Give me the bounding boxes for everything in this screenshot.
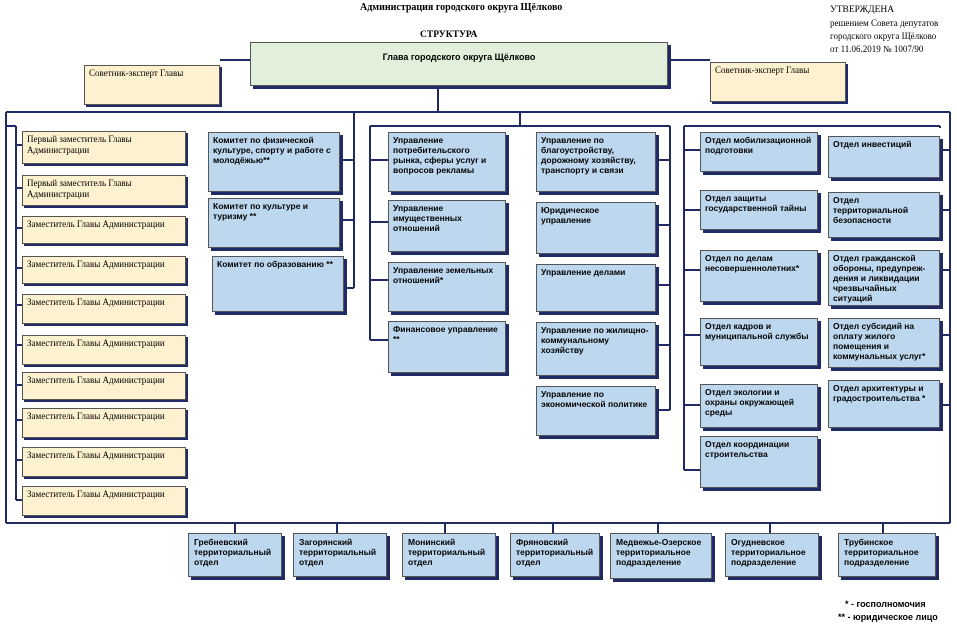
deputy-box: Первый заместитель Главы Администрации xyxy=(22,131,186,164)
department-box: Отдел координации строительства xyxy=(700,436,818,488)
directorate-box: Управление земельных отношений* xyxy=(388,262,506,312)
directorate-box: Управление по благоустройству, дорожному… xyxy=(536,132,656,192)
department-box: Отдел мобилизационной подготовки xyxy=(700,132,818,172)
directorate-box: Управление делами xyxy=(536,264,656,312)
territorial-unit-box: Медвежье-Озерское территориальное подраз… xyxy=(610,533,712,579)
directorate-box: Управление имущественных отношений xyxy=(388,200,506,252)
committee-box: Комитет по культуре и туризму ** xyxy=(208,198,340,248)
department-box: Отдел защиты государственной тайны xyxy=(700,190,818,230)
advisor-right: Советник-эксперт Главы xyxy=(710,62,846,102)
legend-item: * - госполномочия xyxy=(845,599,926,609)
territorial-unit-box: Монинский территориальный отдел xyxy=(402,533,496,577)
department-box: Отдел экологии и охраны окружающей среды xyxy=(700,384,818,428)
deputy-box: Заместитель Главы Администрации xyxy=(22,447,186,477)
territorial-unit-box: Трубинское территориальное подразделение xyxy=(838,533,936,577)
legend-item: ** - юридическое лицо xyxy=(838,612,938,622)
approval-line: решением Совета депутатов xyxy=(830,18,939,28)
department-box: Отдел субсидий на оплату жилого помещени… xyxy=(828,318,940,368)
committee-box: Комитет по образованию ** xyxy=(212,256,344,312)
department-box: Отдел архитектуры и градостроительства * xyxy=(828,380,940,428)
department-box: Отдел инвестиций xyxy=(828,136,940,178)
approval-line: городского округа Щёлково xyxy=(830,31,937,41)
directorate-box: Финансовое управление ** xyxy=(388,321,506,373)
directorate-box: Управление по экономической политике xyxy=(536,386,656,436)
deputy-box: Заместитель Главы Администрации xyxy=(22,294,186,324)
territorial-unit-box: Загорянский территориальный отдел xyxy=(293,533,387,577)
department-box: Отдел по делам несовершеннолетних* xyxy=(700,250,818,302)
directorate-box: Управление по жилищно-коммунальному хозя… xyxy=(536,322,656,376)
head-box: Глава городского округа Щёлково xyxy=(250,42,668,86)
approval-line: от 11.06.2019 № 1007/90 xyxy=(830,44,924,54)
deputy-box: Заместитель Главы Администрации xyxy=(22,408,186,438)
directorate-box: Управление потребительского рынка, сферы… xyxy=(388,132,506,192)
department-box: Отдел территориальной безопасности xyxy=(828,192,940,238)
deputy-box: Заместитель Главы Администрации xyxy=(22,256,186,284)
department-box: Отдел кадров и муниципальной службы xyxy=(700,318,818,366)
territorial-unit-box: Гребневский территориальный отдел xyxy=(188,533,282,577)
advisor-left: Советник-эксперт Главы xyxy=(84,65,220,105)
committee-box: Комитет по физической культуре, спорту и… xyxy=(208,132,340,192)
approval-line: УТВЕРЖДЕНА xyxy=(830,5,895,15)
territorial-unit-box: Фряновский территориальный отдел xyxy=(510,533,600,577)
structure-heading: СТРУКТУРА xyxy=(420,30,478,40)
territorial-unit-box: Огудневское территориальное подразделени… xyxy=(725,533,819,577)
deputy-box: Заместитель Главы Администрации xyxy=(22,216,186,244)
directorate-box: Юридическое управление xyxy=(536,202,656,254)
deputy-box: Первый заместитель Главы Администрации xyxy=(22,175,186,206)
deputy-box: Заместитель Главы Администрации xyxy=(22,335,186,365)
deputy-box: Заместитель Главы Администрации xyxy=(22,372,186,400)
department-box: Отдел гражданской обороны, предупреж-ден… xyxy=(828,250,940,306)
page-title: Администрация городского округа Щёлково xyxy=(360,2,563,13)
deputy-box: Заместитель Главы Администрации xyxy=(22,486,186,516)
